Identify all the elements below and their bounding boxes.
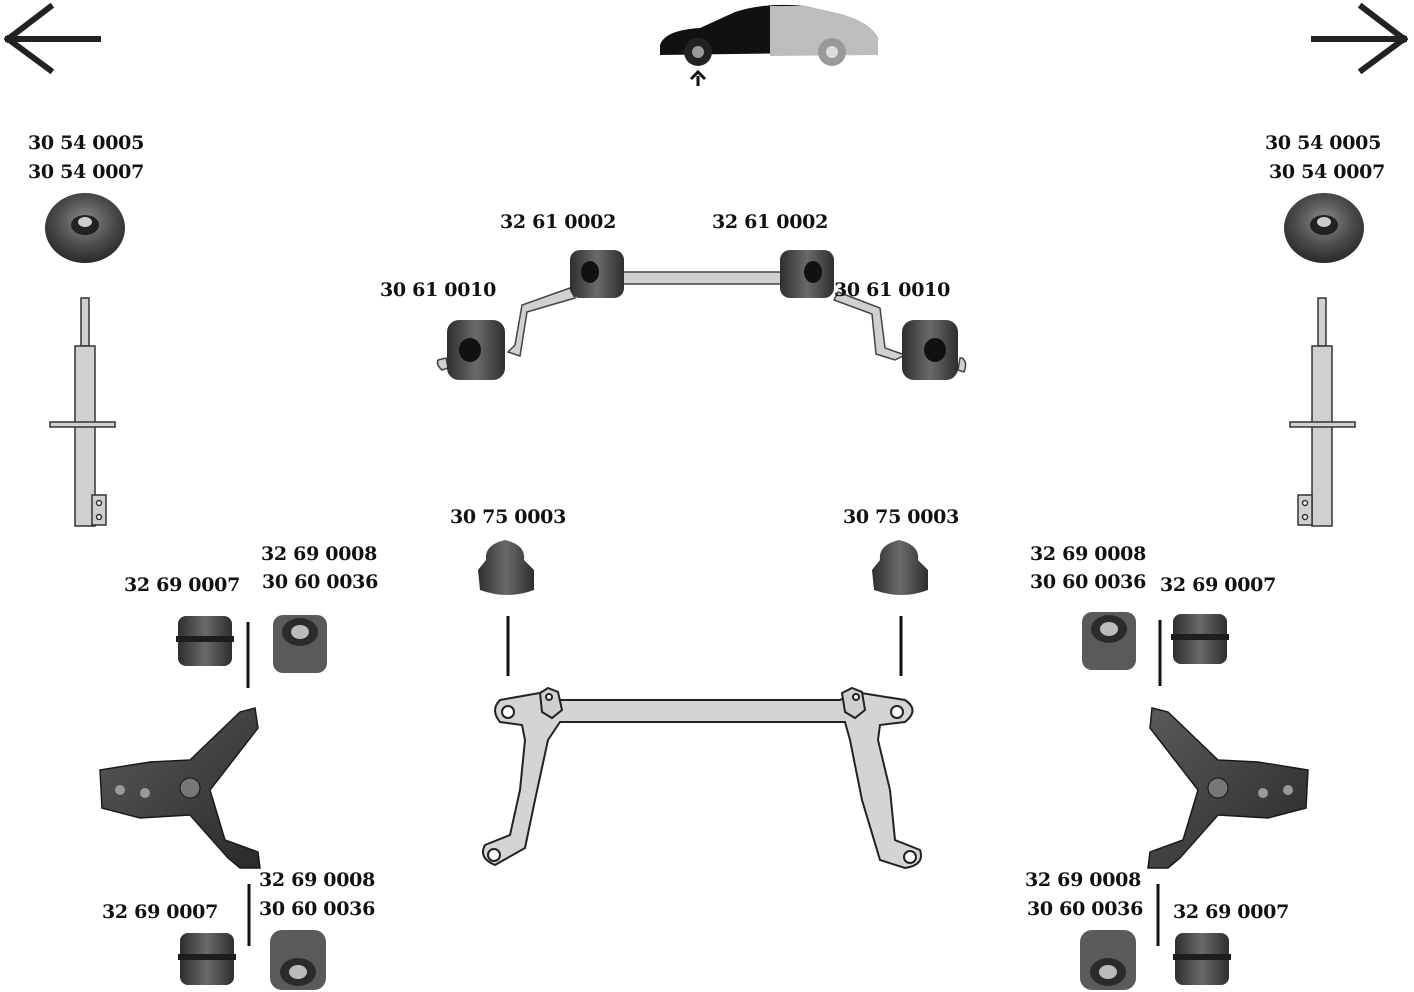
stabilizer-bushing-outer-left — [447, 320, 505, 380]
part-number: 30 60 0036 — [259, 898, 375, 920]
part-number: 30 75 0003 — [843, 506, 959, 528]
shock-absorber-left — [49, 297, 116, 527]
arm-bushing-upper-left-outer — [176, 616, 234, 666]
stabilizer-bushing-outer-right — [902, 320, 958, 380]
part-number: 32 61 0002 — [500, 211, 616, 233]
part-number: 30 54 0007 — [28, 161, 144, 183]
part-number: 30 54 0005 — [28, 132, 144, 154]
part-number: 32 69 0007 — [124, 574, 240, 596]
subframe-mount-right — [872, 540, 928, 595]
arm-bushing-upper-left-inner — [273, 615, 327, 673]
arm-bushing-upper-right-outer — [1171, 614, 1229, 664]
part-number: 30 60 0036 — [262, 571, 378, 593]
car-front-axle-icon[interactable] — [655, 0, 880, 95]
part-number: 32 69 0007 — [1173, 901, 1289, 923]
control-arm-left — [99, 707, 261, 869]
stabilizer-bushing-inner-right — [780, 250, 834, 298]
part-number: 30 61 0010 — [380, 279, 496, 301]
arm-bushing-lower-left-inner — [270, 930, 326, 990]
arm-bushing-lower-right-outer — [1173, 933, 1231, 985]
arm-bushing-lower-left-outer — [178, 933, 236, 985]
shock-absorber-right — [1289, 297, 1356, 527]
part-number: 32 69 0007 — [102, 901, 218, 923]
subframe-mount-left — [478, 540, 534, 595]
strut-mount-left — [45, 193, 125, 263]
part-number: 32 61 0002 — [712, 211, 828, 233]
arrow-left-icon[interactable] — [3, 2, 101, 75]
part-number: 32 69 0008 — [1030, 543, 1146, 565]
part-number: 32 69 0008 — [1025, 869, 1141, 891]
part-number: 30 61 0010 — [834, 279, 950, 301]
subframe — [482, 686, 922, 870]
part-number: 30 75 0003 — [450, 506, 566, 528]
arm-bushing-lower-right-inner — [1080, 930, 1136, 990]
arm-bushing-upper-right-inner — [1082, 612, 1136, 670]
arrow-right-icon[interactable] — [1311, 2, 1409, 75]
part-number: 32 69 0008 — [261, 543, 377, 565]
part-number: 30 60 0036 — [1030, 571, 1146, 593]
part-number: 32 69 0007 — [1160, 574, 1276, 596]
part-number: 30 60 0036 — [1027, 898, 1143, 920]
control-arm-right — [1147, 707, 1309, 869]
part-number: 30 54 0007 — [1269, 161, 1385, 183]
stabilizer-bushing-inner-left — [570, 250, 624, 298]
strut-mount-right — [1284, 193, 1364, 263]
part-number: 32 69 0008 — [259, 869, 375, 891]
part-number: 30 54 0005 — [1265, 132, 1381, 154]
